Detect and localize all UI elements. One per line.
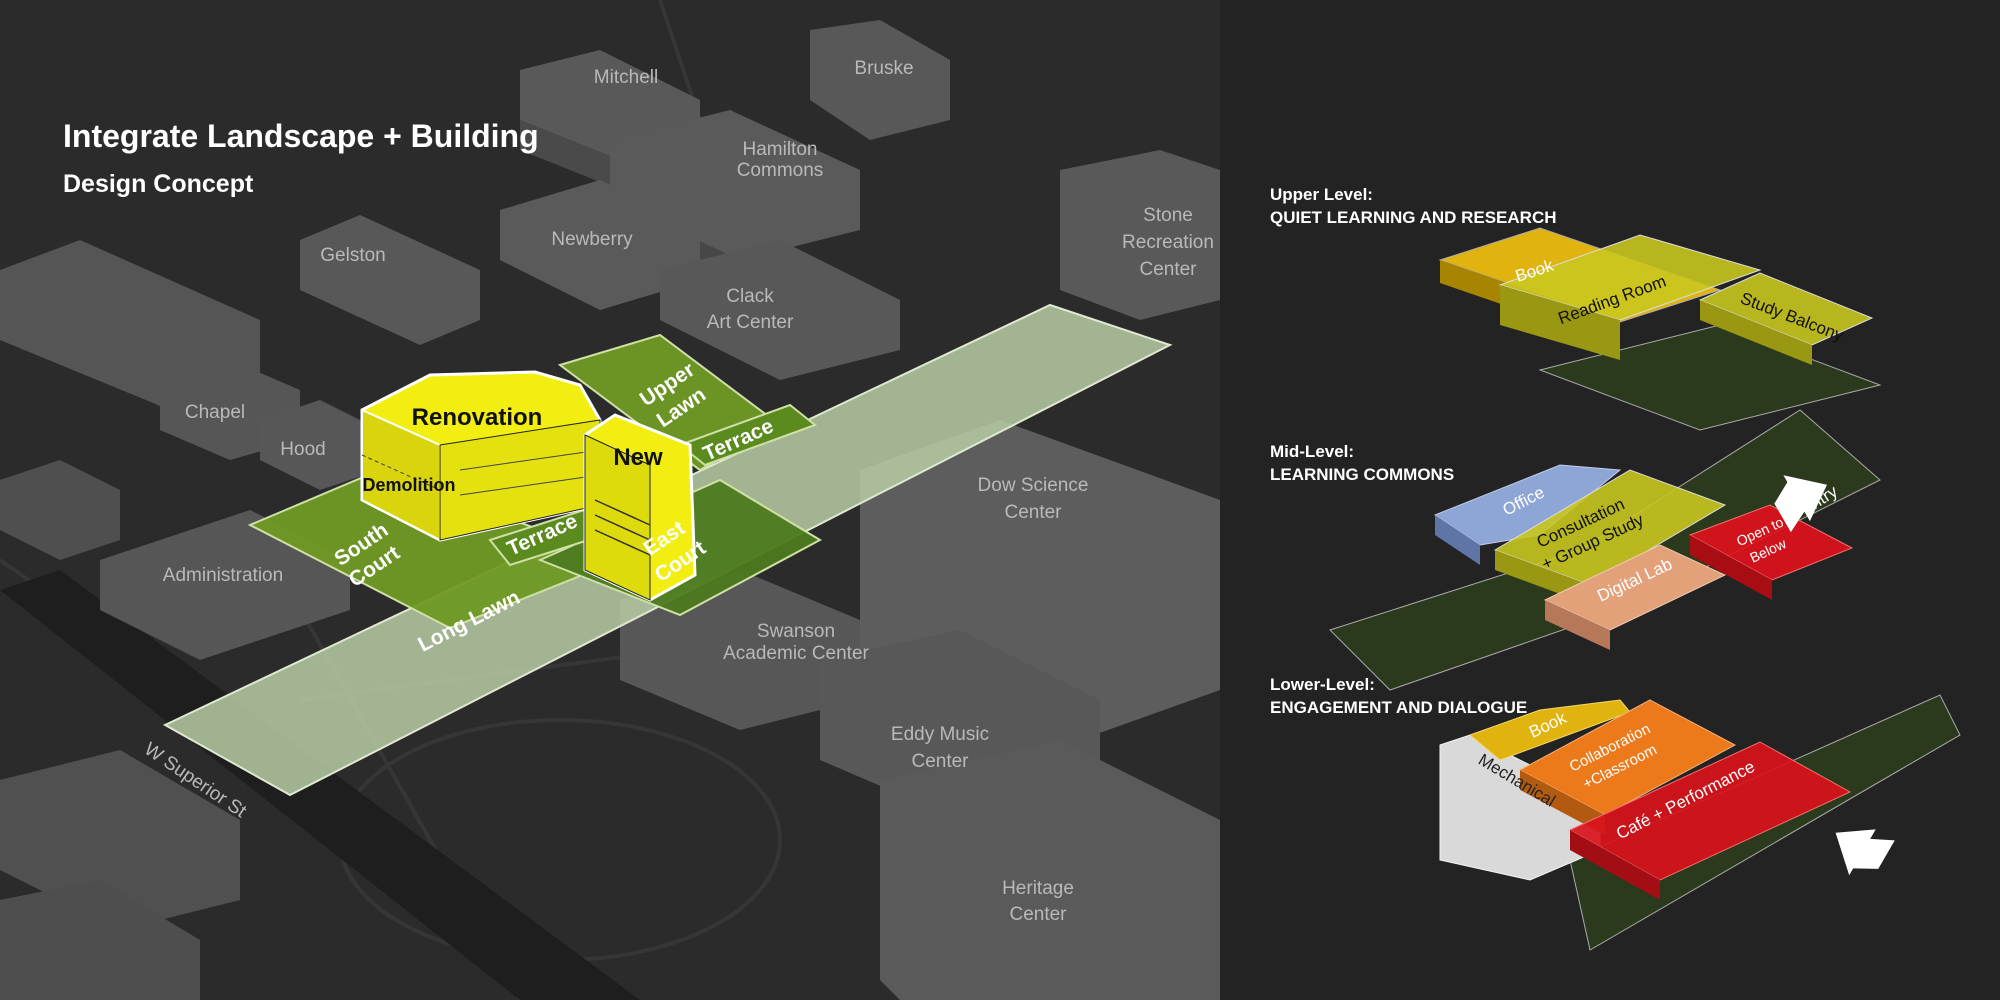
board-title: Integrate Landscape + Building <box>63 118 539 154</box>
study-balcony-side <box>1700 300 1812 365</box>
upper-ground-plate <box>1538 324 1882 431</box>
open-below-side <box>1690 535 1772 600</box>
campus-map: Mitchell Bruske Hamilton Commons Gelston… <box>0 0 1220 1000</box>
lower-level-heading: Lower-Level: <box>1270 675 1375 694</box>
building-label-stone-line3: Center <box>1139 259 1197 280</box>
renovation-building <box>360 370 602 542</box>
building-label-eddy-line2: Center <box>911 751 969 772</box>
board-subtitle: Design Concept <box>63 170 254 198</box>
office-side <box>1435 515 1480 565</box>
building-label-hamilton-line2: Commons <box>737 160 824 181</box>
street-surface <box>0 570 640 1000</box>
new-building <box>583 413 697 602</box>
building-label-chapel: Chapel <box>185 402 245 423</box>
building-label-stone-line2: Recreation <box>1122 232 1214 253</box>
digital-lab-side <box>1545 600 1610 650</box>
level-diagrams: Upper Level: QUIET LEARNING AND RESEARCH… <box>1220 0 2000 1000</box>
building-label-swanson-line1: Swanson <box>757 621 835 642</box>
building-label-mitchell: Mitchell <box>594 67 658 88</box>
digital-lab-block <box>1543 544 1727 631</box>
building-label-heritage-line1: Heritage <box>1002 878 1074 899</box>
consultation-block <box>1493 469 1727 586</box>
building-label-stone-line1: Stone <box>1143 205 1193 226</box>
lower-entry-arrow-icon <box>1835 829 1895 876</box>
mid-level: Mid-Level: LEARNING COMMONS Office Consu… <box>1270 409 1881 691</box>
cafe-side <box>1570 830 1660 900</box>
board-header: Integrate Landscape + Building Design Co… <box>63 118 539 198</box>
mid-level-heading: Mid-Level: <box>1270 442 1354 461</box>
building-label-dow-line1: Dow Science <box>978 475 1089 496</box>
lower-level: Lower-Level: ENGAGEMENT AND DIALOGUE Boo… <box>1270 675 1961 951</box>
building-label-hamilton-line1: Hamilton <box>743 139 818 160</box>
building-label-heritage-line2: Center <box>1009 904 1067 925</box>
collaboration-side <box>1520 770 1605 835</box>
context-buildings <box>0 20 1220 1000</box>
mid-level-theme: LEARNING COMMONS <box>1270 465 1454 484</box>
upper-level-theme: QUIET LEARNING AND RESEARCH <box>1270 208 1557 227</box>
building-label-bruske: Bruske <box>854 58 913 79</box>
upper-terrace-zone <box>677 403 818 467</box>
building-label-hood: Hood <box>280 439 325 460</box>
mid-entry-arrow-icon <box>1774 475 1827 533</box>
building-label-dow-line2: Center <box>1004 502 1062 523</box>
building-label-gelston: Gelston <box>320 245 385 266</box>
building-label-administration: Administration <box>163 565 283 586</box>
building-label-eddy-line1: Eddy Music <box>891 724 989 745</box>
upper-level-heading: Upper Level: <box>1270 185 1373 204</box>
lower-level-theme: ENGAGEMENT AND DIALOGUE <box>1270 698 1527 717</box>
upper-level: Upper Level: QUIET LEARNING AND RESEARCH… <box>1270 185 1882 431</box>
zone-label-demolition: Demolition <box>363 475 456 495</box>
lower-book-block <box>1469 699 1631 761</box>
zone-label-renovation: Renovation <box>412 404 543 431</box>
building-label-swanson-line2: Academic Center <box>723 643 869 664</box>
cafe-block <box>1568 741 1852 881</box>
building-label-newberry: Newberry <box>551 229 633 250</box>
building-label-clack-line1: Clack <box>726 286 774 307</box>
zone-label-new: New <box>613 444 663 471</box>
building-label-clack-line2: Art Center <box>707 312 794 333</box>
reading-room-side <box>1500 285 1620 360</box>
